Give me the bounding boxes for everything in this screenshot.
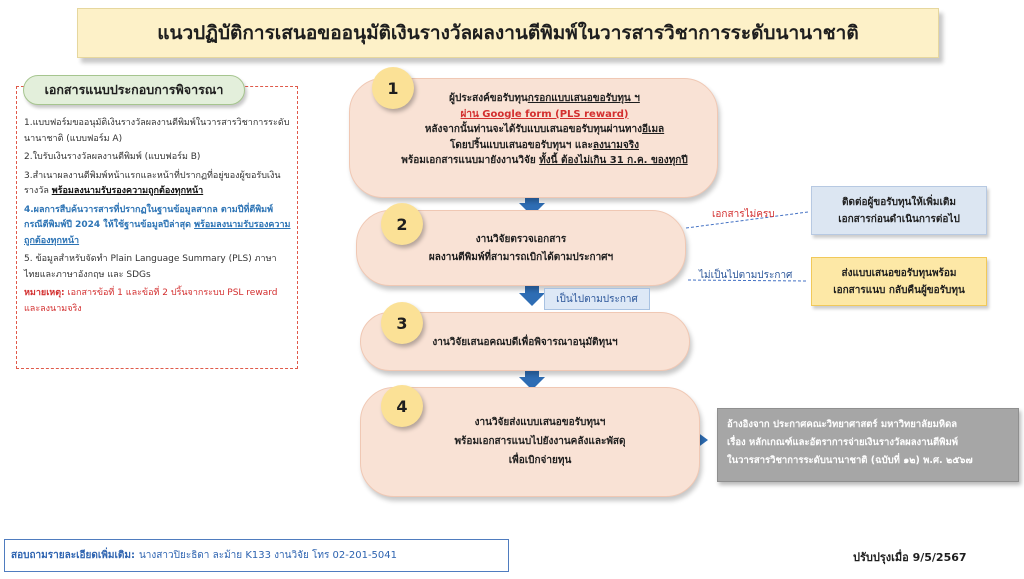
step-2-number: 2	[381, 203, 423, 245]
incomplete-action-line-2: เอกสารก่อนดำเนินการต่อไป	[838, 214, 960, 225]
document-item-3-emphasis: พร้อมลงนามรับรองความถูกต้องทุกหน้า	[51, 186, 204, 196]
document-note-label: หมายเหตุ:	[24, 288, 65, 298]
contact-box: สอบถามรายละเอียดเพิ่มเติม: นางสาวปิยะธิด…	[4, 539, 509, 572]
documents-panel: เอกสารแนบประกอบการพิจารณา 1.แบบฟอร์มขออน…	[16, 75, 298, 369]
step-1-number: 1	[372, 67, 414, 109]
document-note-text: เอกสารข้อที่ 1 และข้อที่ 2 ปริ้นจากระบบ …	[24, 288, 278, 314]
document-note: หมายเหตุ: เอกสารข้อที่ 1 และข้อที่ 2 ปริ…	[24, 286, 292, 317]
eligible-label: เป็นไปตามประกาศ	[544, 288, 650, 310]
step-3-number: 3	[381, 302, 423, 344]
incomplete-connector	[685, 211, 809, 229]
step-1-line-5-emphasis: ทั้งนี้ ต้องไม่เกิน 31 ก.ค. ของทุกปี	[539, 155, 688, 166]
step-2-line-2: ผลงานตีพิมพ์ที่สามารถเบิกได้ตามประกาศฯ	[428, 252, 614, 263]
step-1-line-2: ผ่าน Google form (PLS reward)	[460, 108, 629, 120]
contact-text: นางสาวปิยะธิดา ละม้าย K133 งานวิจัย โทร …	[138, 550, 397, 561]
step-2-line-1: งานวิจัยตรวจเอกสาร	[475, 234, 567, 245]
step-1-line-5-prefix: พร้อมเอกสารแนบมายังงานวิจัย	[401, 155, 540, 166]
page-title: แนวปฏิบัติการเสนอขออนุมัติเงินรางวัลผลงา…	[157, 22, 859, 44]
step-1-line-1-link: กรอกแบบเสนอขอรับทุน ฯ	[527, 93, 640, 104]
documents-header: เอกสารแนบประกอบการพิจารณา	[23, 75, 245, 105]
incomplete-action-box: ติดต่อผู้ขอรับทุนให้เพิ่มเติม เอกสารก่อน…	[811, 186, 987, 235]
step-1-line-3-prefix: หลังจากนั้นท่านจะได้รับแบบเสนอขอรับทุนผ่…	[424, 124, 643, 135]
not-eligible-action-line-1: ส่งแบบเสนอขอรับทุนพร้อม	[841, 268, 957, 279]
step-1-line-1-prefix: ผู้ประสงค์ขอรับทุน	[449, 93, 528, 104]
reference-box: อ้างอิงจาก ประกาศคณะวิทยาศาสตร์ มหาวิทยา…	[717, 408, 1019, 482]
document-item-5: 5. ข้อมูลสำหรับจัดทำ Plain Language Summ…	[24, 254, 277, 280]
step-1-line-4-link: ลงนามจริง	[592, 139, 639, 151]
reference-line-2: เรื่อง หลักเกณฑ์และอัตราการจ่ายเงินรางวั…	[727, 437, 958, 448]
step-4-number: 4	[381, 385, 423, 427]
not-eligible-action-box: ส่งแบบเสนอขอรับทุนพร้อม เอกสารแนบ กลับคื…	[811, 257, 987, 306]
step-3-line-1: งานวิจัยเสนอคณบดีเพื่อพิจารณาอนุมัติทุนฯ	[432, 337, 618, 348]
step-1-line-4-prefix: โดยปริ้นแบบเสนอขอรับทุนฯ และ	[450, 139, 593, 151]
document-item-2: 2.ใบรับเงินรางวัลผลงานตีพิมพ์ (แบบฟอร์ม …	[24, 152, 201, 162]
step-4-line-1: งานวิจัยส่งแบบเสนอขอรับทุนฯ	[474, 417, 606, 428]
step-2-text: งานวิจัยตรวจเอกสาร ผลงานตีพิมพ์ที่สามารถ…	[357, 231, 685, 267]
not-eligible-action-line-2: เอกสารแนบ กลับคืนผู้ขอรับทุน	[833, 285, 965, 296]
contact-label: สอบถามรายละเอียดเพิ่มเติม:	[11, 550, 135, 561]
step-4-line-3: เพื่อเบิกจ่ายทุน	[508, 455, 572, 466]
step-1-line-3-link: อีเมล	[642, 124, 665, 135]
step-4-text: งานวิจัยส่งแบบเสนอขอรับทุนฯ พร้อมเอกสารแ…	[381, 413, 699, 470]
not-eligible-connector	[687, 279, 809, 282]
incomplete-label: เอกสารไม่ครบ	[712, 209, 775, 220]
step-1-box: ผู้ประสงค์ขอรับทุนกรอกแบบเสนอขอรับทุน ฯ …	[349, 78, 718, 198]
arrow-down-icon	[519, 281, 545, 306]
not-eligible-label: ไม่เป็นไปตามประกาศ	[699, 270, 793, 281]
document-item-3: 3.สำเนาผลงานตีพิมพ์หน้าแรกและหน้าที่ปราก…	[24, 169, 292, 200]
document-item-1: 1.แบบฟอร์มขออนุมัติเงินรางวัลผลงานตีพิมพ…	[24, 118, 290, 144]
arrow-down-icon	[519, 365, 545, 390]
documents-list: 1.แบบฟอร์มขออนุมัติเงินรางวัลผลงานตีพิมพ…	[24, 116, 292, 320]
reference-line-1: อ้างอิงจาก ประกาศคณะวิทยาศาสตร์ มหาวิทยา…	[727, 419, 958, 430]
document-item-4: 4.ผลการสืบค้นวารสารที่ปรากฏในฐานข้อมูลสา…	[24, 203, 292, 250]
updated-date: ปรับปรุงเมื่อ 9/5/2567	[853, 551, 967, 564]
document-item-4-emphasis: พร้อมลงนามรับรองความถูกต้องทุกหน้า	[24, 220, 291, 246]
document-item-3-text: 3.สำเนาผลงานตีพิมพ์หน้าแรกและหน้าที่ปราก…	[24, 170, 281, 197]
title-banner: แนวปฏิบัติการเสนอขออนุมัติเงินรางวัลผลงา…	[77, 8, 939, 58]
incomplete-action-line-1: ติดต่อผู้ขอรับทุนให้เพิ่มเติม	[842, 197, 956, 208]
step-1-text: ผู้ประสงค์ขอรับทุนกรอกแบบเสนอขอรับทุน ฯ …	[380, 91, 709, 169]
document-item-4-text: 4.ผลการสืบค้นวารสารที่ปรากฏในฐานข้อมูลสา…	[24, 204, 274, 231]
reference-line-3: ในวารสารวิชาการระดับนานาชาติ (ฉบับที่ ๑๒…	[727, 455, 973, 466]
step-4-line-2: พร้อมเอกสารแนบไปยังงานคลังและพัสดุ	[454, 436, 626, 447]
